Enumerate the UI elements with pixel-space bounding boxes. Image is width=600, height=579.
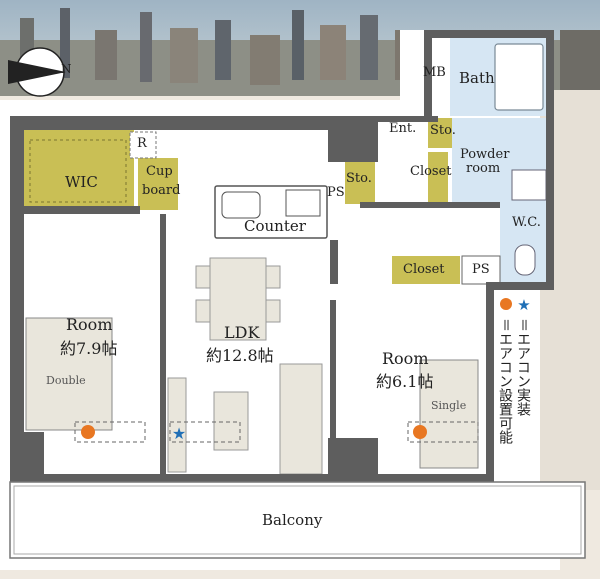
label-room-right-size: 約6.1帖	[376, 372, 434, 391]
label-ps-top: PS	[327, 185, 345, 200]
legend-possible-text: ＝エアコン設置可能	[497, 318, 513, 444]
label-powder-1: Powder	[460, 147, 510, 162]
ac-possible-marker-right	[413, 425, 427, 439]
single-bed	[419, 359, 479, 469]
label-powder-2: room	[466, 161, 501, 176]
label-mb: MB	[423, 65, 446, 80]
hall-closet	[392, 256, 460, 284]
label-single: Single	[431, 399, 467, 412]
legend-installed-star: ★	[517, 296, 530, 314]
label-ldk: LDK	[224, 323, 260, 342]
compass-letter: N	[61, 62, 72, 76]
label-ldk-size: 約12.8帖	[206, 346, 274, 365]
tv-board	[167, 377, 187, 473]
balcony-area	[9, 481, 586, 559]
label-sto-top: Sto.	[430, 123, 456, 138]
compass	[8, 47, 66, 97]
legend-possible-dot	[500, 298, 512, 310]
wic-area	[22, 130, 134, 210]
label-closet-entry: Closet	[410, 164, 452, 179]
storage-left	[345, 162, 375, 204]
label-r: R	[137, 136, 147, 151]
label-room-right: Room	[382, 349, 429, 368]
compass-arrow-icon	[8, 60, 66, 84]
storage-top	[428, 118, 452, 148]
label-closet-hall: Closet	[403, 262, 445, 277]
label-sto-left: Sto.	[346, 171, 372, 186]
low-table	[213, 391, 249, 451]
label-wc: W.C.	[512, 215, 541, 230]
ac-possible-marker-left	[81, 425, 95, 439]
cupboard-area	[138, 158, 178, 210]
label-cupboard-1: Cup	[146, 164, 173, 179]
dining-table	[209, 257, 267, 341]
label-balcony: Balcony	[262, 511, 323, 529]
ac-installed-marker: ★	[172, 424, 186, 443]
label-bath: Bath	[459, 69, 495, 87]
label-ent: Ent.	[389, 121, 417, 136]
entry-closet	[428, 152, 448, 202]
label-cupboard-2: board	[142, 183, 181, 198]
label-double: Double	[46, 374, 86, 387]
label-ps-hall: PS	[472, 262, 490, 277]
double-bed	[25, 317, 113, 431]
label-room-left-size: 約7.9帖	[60, 339, 118, 358]
sofa	[279, 363, 323, 475]
legend-installed-text: ＝エアコン実装	[515, 318, 531, 416]
label-room-left: Room	[66, 315, 113, 334]
label-wic: WIC	[65, 173, 98, 191]
label-counter: Counter	[244, 217, 306, 235]
walls	[10, 30, 554, 482]
